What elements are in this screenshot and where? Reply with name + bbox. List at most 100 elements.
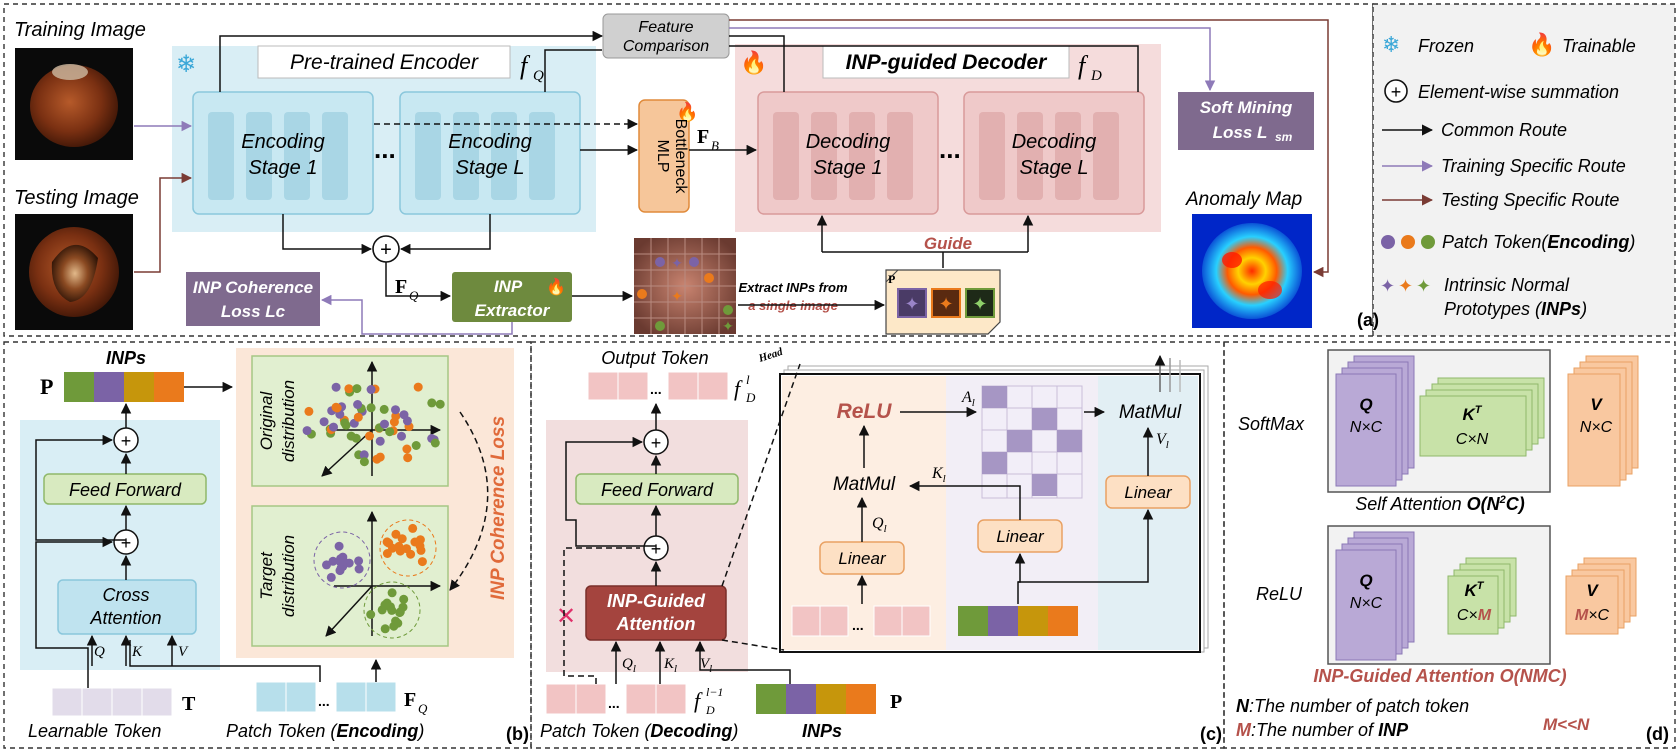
fd-sub-c: D — [745, 390, 756, 405]
scatter-point — [385, 427, 395, 437]
training-hazelnut-image — [15, 48, 133, 160]
mlp-label-2: Bottleneck — [672, 119, 689, 195]
legend-summation-icon — [1384, 79, 1408, 103]
summation-plus-b2: + — [121, 533, 132, 553]
panel-a-connections — [134, 19, 1329, 335]
relu-v-stack — [1565, 557, 1637, 635]
legend-summation-plus: + — [1391, 82, 1402, 102]
softmax-k-stack — [1419, 377, 1545, 457]
inps-label-b: INPs — [106, 348, 146, 368]
svg-text:Stage L: Stage L — [1020, 157, 1089, 179]
decoding-stage-1: Decoding Stage 1 — [757, 91, 939, 215]
scatter-point — [366, 403, 376, 413]
scatter-point — [397, 534, 407, 544]
legend-inp-label-1: Intrinsic Normal — [1444, 275, 1570, 295]
feed-forward-label-b: Feed Forward — [69, 480, 182, 500]
legend: ❄ Frozen 🔥 Trainable + Element-wise summ… — [1380, 32, 1636, 319]
encoder-symbol-sub: Q — [533, 68, 544, 84]
extract-inps-label-1: Extract INPs from — [738, 280, 848, 295]
legend-common-route-label: Common Route — [1441, 120, 1567, 140]
inp-extractor-box — [452, 272, 572, 322]
softmax-q-stack — [1335, 355, 1415, 487]
head-connections — [856, 354, 1181, 604]
encoding-stage-1: Encoding Stage 1 — [192, 91, 374, 215]
cross-attention-label-1: Cross — [102, 585, 149, 605]
scatter-point — [331, 402, 341, 412]
legend-trainable-icon: 🔥 — [1528, 32, 1555, 57]
output-token-label: Output Token — [601, 348, 708, 368]
fd-prev-sub: D — [705, 703, 715, 717]
soft-mining-sub: sm — [1275, 130, 1293, 144]
p-symbol-b: P — [40, 374, 53, 399]
scatter-point — [354, 556, 364, 566]
k-label-b: K — [131, 644, 143, 660]
svg-text:Encoding: Encoding — [241, 131, 324, 153]
scatter-point — [334, 541, 344, 551]
feed-forward-b — [43, 473, 207, 505]
decoding-patch-token-strip — [545, 683, 687, 715]
softmax-k-label: KT — [1462, 404, 1482, 424]
scatter-point — [427, 398, 437, 408]
encoder-title: Pre-trained Encoder — [290, 51, 479, 74]
soft-mining-label-1: Soft Mining — [1200, 98, 1293, 117]
panel-a-label: (a) — [1357, 310, 1379, 330]
inp-coherence-label-1: INP Coherence — [193, 278, 313, 297]
testing-hazelnut-image — [15, 214, 133, 330]
inp-extractor-label-1: INP — [494, 277, 523, 296]
decoder-ellipsis: ... — [939, 134, 961, 164]
fq-symbol-b: F — [404, 689, 416, 711]
target-distribution-label-2: distribution — [279, 535, 298, 617]
fd-symbol-c: f — [734, 376, 743, 401]
encoder-title-box — [257, 45, 511, 79]
scatter-point — [336, 563, 346, 573]
svg-text:✦: ✦ — [671, 255, 683, 271]
vl-head-label: Vl — [1156, 431, 1169, 451]
scatter-point — [366, 610, 376, 619]
svg-text:Stage L: Stage L — [456, 157, 525, 179]
scatter-point — [387, 588, 397, 598]
scatter-point — [413, 382, 423, 392]
scatter-point — [403, 453, 413, 463]
softmax-v-stack — [1567, 355, 1639, 487]
scatter-point — [380, 419, 389, 429]
inp-extractor-trainable-icon: 🔥 — [546, 277, 566, 296]
scatter-point — [389, 417, 399, 427]
fq-symbol-a: F — [395, 276, 407, 298]
panel-b-frame — [3, 341, 532, 749]
panel-c-label: (c) — [1200, 724, 1222, 744]
scatter-point — [402, 544, 411, 554]
softmax-q-label: Q — [1359, 395, 1372, 414]
p-symbol-c: P — [890, 691, 902, 713]
scatter-point — [375, 452, 385, 462]
legend-orange-inp-icon: ✦ — [1398, 276, 1413, 296]
relu-q-dim: N×C — [1350, 595, 1383, 612]
scatter-point — [365, 431, 374, 441]
scatter-point — [353, 400, 363, 409]
feed-forward-c — [575, 473, 739, 505]
legend-frozen-icon: ❄ — [1382, 32, 1400, 57]
relu-k-dim: C×M — [1457, 607, 1492, 624]
panel-b-label: (b) — [506, 724, 529, 744]
decoder-trainable-icon: 🔥 — [740, 50, 767, 75]
scatter-point — [380, 624, 390, 634]
soft-mining-loss-box — [1178, 92, 1314, 150]
inps-label-c: INPs — [802, 721, 842, 741]
panel-d-label: (d) — [1646, 724, 1669, 744]
mlp-trainable-icon: 🔥 — [676, 101, 698, 122]
prototype-box-p: ✦ ✦ ✦ — [885, 269, 1001, 335]
relu-label-d: ReLU — [1256, 584, 1303, 604]
scatter-point — [417, 557, 427, 567]
target-distribution-label-1: Target — [257, 551, 276, 600]
summation-plus-c2: + — [651, 539, 662, 559]
summation-plus-c1: + — [651, 433, 662, 453]
svg-text:✦: ✦ — [938, 294, 953, 314]
al-label: Al — [961, 389, 975, 409]
m-much-less-n: M<<N — [1543, 715, 1590, 734]
scatter-point — [397, 431, 406, 441]
legend-elementwise-label: Element-wise summation — [1418, 82, 1619, 102]
scatter-point — [388, 543, 397, 553]
scatter-point — [304, 406, 314, 416]
n-definition: N:The number of patch token — [1236, 696, 1469, 716]
original-distribution-label-2: distribution — [279, 380, 298, 462]
